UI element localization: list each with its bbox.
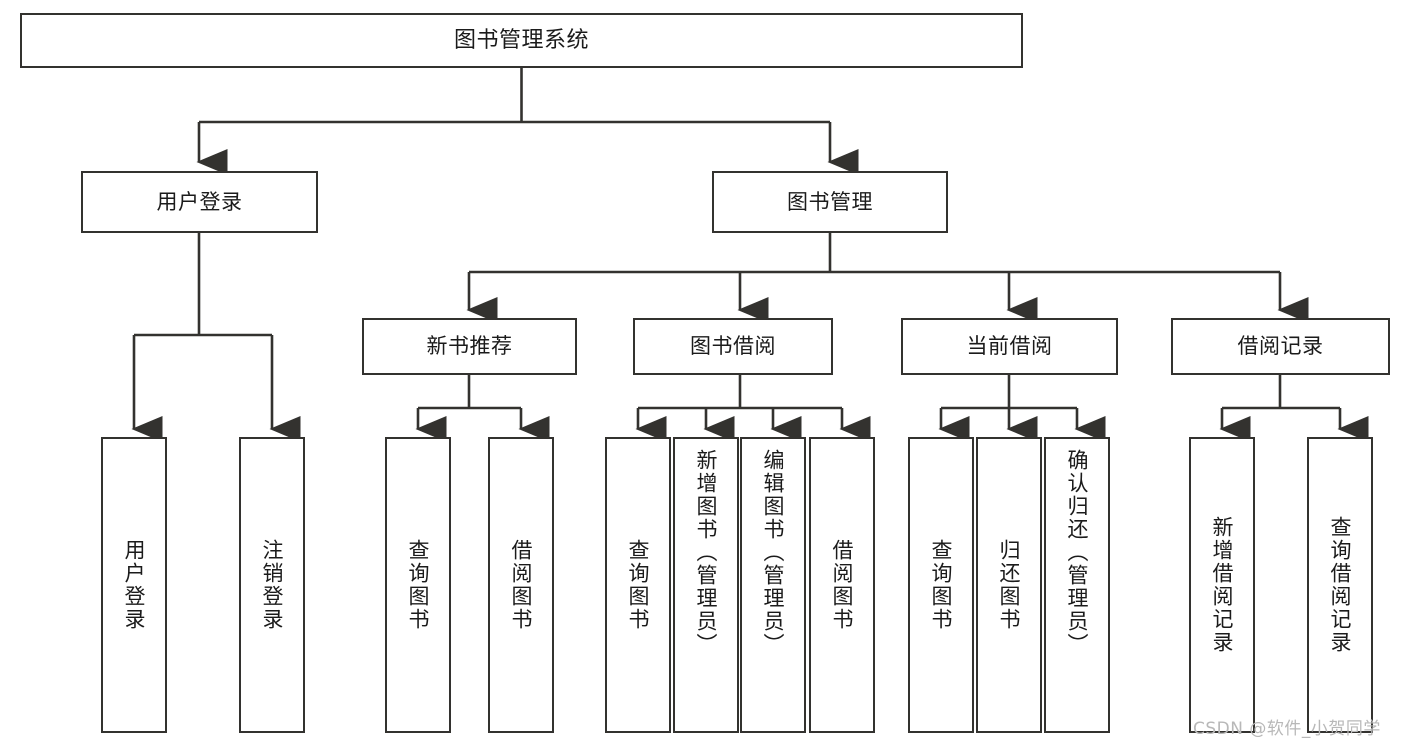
leaf-borrow-record-add[interactable]: 新增借阅记录 xyxy=(1189,437,1255,733)
leaf-book-borrow-borrow-label: 借阅图书 xyxy=(830,539,855,631)
leaf-new-book-query[interactable]: 查询图书 xyxy=(385,437,451,733)
leaf-current-borrow-return[interactable]: 归还图书 xyxy=(976,437,1042,733)
leaf-book-borrow-add-label: 新增图书（管理员） xyxy=(694,449,719,656)
leaf-borrow-record-query-label: 查询借阅记录 xyxy=(1328,516,1353,654)
leaf-borrow-record-add-label: 新增借阅记录 xyxy=(1210,516,1235,654)
leaf-user-login-logout[interactable]: 注销登录 xyxy=(239,437,305,733)
leaf-new-book-borrow-label: 借阅图书 xyxy=(509,539,534,631)
node-book-borrow-label: 图书借阅 xyxy=(690,334,776,359)
leaf-book-borrow-query[interactable]: 查询图书 xyxy=(605,437,671,733)
node-book-management[interactable]: 图书管理 xyxy=(712,171,948,233)
node-book-management-label: 图书管理 xyxy=(787,189,873,214)
node-user-login[interactable]: 用户登录 xyxy=(81,171,318,233)
csdn-watermark: CSDN @软件_小贺同学 xyxy=(1193,719,1381,739)
node-root-system[interactable]: 图书管理系统 xyxy=(20,13,1023,68)
leaf-book-borrow-query-label: 查询图书 xyxy=(626,539,651,631)
leaf-new-book-borrow[interactable]: 借阅图书 xyxy=(488,437,554,733)
leaf-user-login-logout-label: 注销登录 xyxy=(260,539,285,631)
leaf-book-borrow-add[interactable]: 新增图书（管理员） xyxy=(673,437,739,733)
leaf-user-login-login-label: 用户登录 xyxy=(122,539,147,631)
leaf-book-borrow-edit[interactable]: 编辑图书（管理员） xyxy=(740,437,806,733)
node-borrow-record[interactable]: 借阅记录 xyxy=(1171,318,1390,375)
leaf-current-borrow-query[interactable]: 查询图书 xyxy=(908,437,974,733)
node-current-borrow[interactable]: 当前借阅 xyxy=(901,318,1118,375)
leaf-borrow-record-query[interactable]: 查询借阅记录 xyxy=(1307,437,1373,733)
node-book-borrow[interactable]: 图书借阅 xyxy=(633,318,833,375)
leaf-current-borrow-confirm-return-label: 确认归还（管理员） xyxy=(1065,449,1090,656)
node-borrow-record-label: 借阅记录 xyxy=(1237,334,1324,359)
leaf-book-borrow-borrow[interactable]: 借阅图书 xyxy=(809,437,875,733)
node-new-book-recommend-label: 新书推荐 xyxy=(426,334,513,359)
leaf-current-borrow-query-label: 查询图书 xyxy=(929,539,954,631)
leaf-current-borrow-return-label: 归还图书 xyxy=(997,539,1022,631)
node-new-book-recommend[interactable]: 新书推荐 xyxy=(362,318,577,375)
node-current-borrow-label: 当前借阅 xyxy=(966,334,1053,359)
node-user-login-label: 用户登录 xyxy=(156,189,243,214)
leaf-book-borrow-edit-label: 编辑图书（管理员） xyxy=(761,449,786,656)
leaf-user-login-login[interactable]: 用户登录 xyxy=(101,437,167,733)
node-root-system-label: 图书管理系统 xyxy=(453,27,589,53)
leaf-new-book-query-label: 查询图书 xyxy=(406,539,431,631)
leaf-current-borrow-confirm-return[interactable]: 确认归还（管理员） xyxy=(1044,437,1110,733)
